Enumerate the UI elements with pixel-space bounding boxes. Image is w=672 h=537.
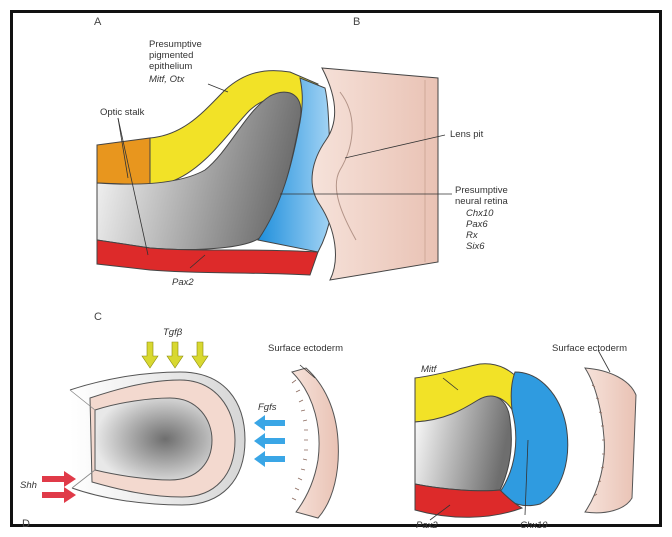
- label-tgfb: Tgfβ: [163, 327, 183, 338]
- label-lens-pit: Lens pit: [450, 129, 484, 140]
- label-surface-ectoderm-left: Surface ectoderm: [268, 343, 343, 354]
- leader-mitf: [208, 84, 228, 92]
- vesicle-grey-core: [95, 398, 212, 480]
- fgf-arrows: [254, 415, 285, 467]
- tgfb-arrow-2: [167, 342, 183, 368]
- fgf-arrow-3: [254, 451, 285, 467]
- label-pigmented-3: epithelium: [149, 61, 192, 72]
- label-pigmented-2: pigmented: [149, 50, 193, 61]
- label-fgfs: Fgfs: [258, 402, 277, 413]
- optic-cup-top-diagram: [97, 68, 452, 280]
- label-neural-2: neural retina: [455, 196, 509, 207]
- label-chx10-d: Chx10: [520, 520, 548, 531]
- fgf-arrow-1: [254, 415, 285, 431]
- panel-letter-c: C: [94, 311, 102, 323]
- optic-cup-domains-diagram: [415, 350, 636, 520]
- label-mitf-otx: Mitf, Otx: [149, 74, 186, 85]
- surface-ectoderm-left-ticks: [292, 380, 308, 500]
- tgfb-arrow-3: [192, 342, 208, 368]
- orange-stalk-band: [97, 138, 150, 185]
- label-six6: Six6: [466, 241, 485, 252]
- label-chx10: Chx10: [466, 208, 494, 219]
- panel-letter-d: D: [22, 518, 30, 530]
- shh-arrow-1: [42, 471, 76, 487]
- shh-arrows: [42, 471, 76, 503]
- tgfb-arrow-1: [142, 342, 158, 368]
- label-shh: Shh: [20, 480, 37, 491]
- label-optic-stalk: Optic stalk: [100, 107, 145, 118]
- panel-letter-a: A: [94, 16, 102, 28]
- shh-arrow-2: [42, 487, 76, 503]
- label-pigmented-1: Presumptive: [149, 39, 202, 50]
- label-surface-ectoderm-right: Surface ectoderm: [552, 343, 627, 354]
- label-neural-1: Presumptive: [455, 185, 508, 196]
- label-rx: Rx: [466, 230, 479, 241]
- tgfb-arrows: [142, 342, 208, 368]
- label-pax2-d: Pax2: [416, 520, 438, 531]
- label-pax2-top: Pax2: [172, 277, 194, 288]
- optic-vesicle-signaling-diagram: [42, 342, 338, 518]
- pink-lens-pit: [312, 68, 438, 280]
- label-pax6: Pax6: [466, 219, 488, 230]
- panel-letter-b: B: [353, 16, 360, 28]
- fgf-arrow-2: [254, 433, 285, 449]
- label-mitf-d: Mitf: [421, 364, 438, 375]
- surface-ectoderm-right: [585, 368, 636, 513]
